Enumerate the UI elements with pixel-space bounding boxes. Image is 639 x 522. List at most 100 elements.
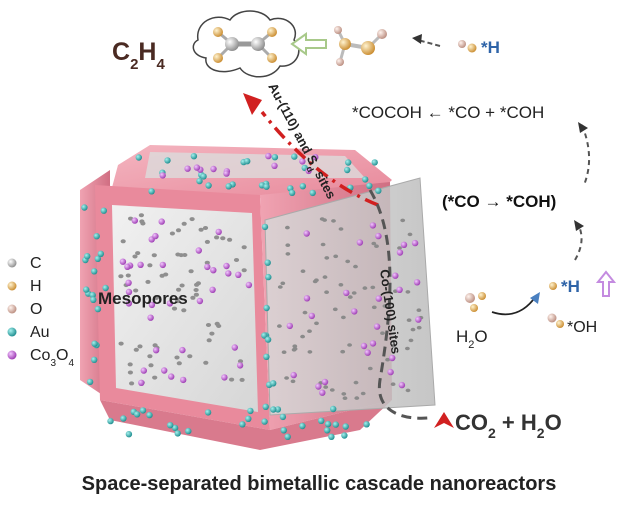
co3o4-particle [193, 164, 201, 171]
co3o4-particle [161, 367, 168, 374]
co3o4-particle [360, 342, 368, 350]
co3o4-particle [415, 316, 422, 323]
co3o4-particle [231, 344, 238, 351]
pore [370, 285, 376, 290]
co3o4-particle [179, 346, 186, 354]
pore [175, 228, 182, 233]
pore [405, 290, 411, 294]
pore [362, 286, 368, 290]
au-particle [94, 255, 102, 262]
co3o4-particle [387, 368, 394, 376]
pore [331, 219, 336, 223]
pore [353, 264, 358, 269]
c2h4-label: C2H4 [112, 38, 165, 73]
pore [171, 306, 178, 311]
au-particle [284, 433, 291, 440]
co3o4-particle [375, 232, 382, 240]
co3o4-particle [204, 263, 211, 271]
co3o4-particle [373, 323, 381, 330]
co3o4-particle [351, 308, 358, 315]
pore [385, 357, 390, 362]
pore [120, 239, 126, 244]
au-particle [309, 189, 316, 197]
legend-item: C [7, 255, 42, 272]
dash-arrow-h-head [412, 34, 422, 44]
pore [169, 231, 175, 236]
pore [202, 226, 209, 230]
co3o4-particle [315, 383, 322, 390]
pore [371, 305, 377, 310]
co3o4-particle [271, 162, 278, 169]
pore [138, 213, 144, 218]
pore [153, 296, 159, 300]
co3o4-particle [400, 241, 408, 248]
au-particle [89, 291, 96, 299]
molecule-atom [339, 38, 351, 50]
au-particle [363, 421, 370, 428]
au-particle [262, 403, 269, 410]
au-particle [244, 158, 251, 165]
au-particle [200, 173, 207, 180]
au-particle [167, 422, 174, 429]
pore [322, 275, 328, 279]
dash-arrow-up-2-head [574, 220, 584, 231]
co3o4-particle [305, 167, 312, 175]
co3o4-particle [125, 279, 132, 286]
pore [300, 269, 306, 274]
au-particle [97, 250, 105, 257]
pore [129, 381, 135, 386]
nanoreactor-cube [80, 145, 436, 450]
h-atom [458, 40, 466, 48]
co3o4-particle [158, 218, 165, 225]
pore [406, 318, 412, 323]
pore [193, 288, 199, 292]
pore [174, 297, 180, 302]
au-particle [135, 154, 142, 161]
surface-particles [81, 152, 422, 440]
molecule-atom [334, 26, 342, 34]
c2h4-hydrogen [213, 27, 223, 37]
pore [345, 259, 351, 264]
pore [332, 307, 338, 312]
co3o4-particle [225, 270, 232, 277]
au-particle [263, 183, 270, 190]
pore [410, 327, 416, 332]
au-particle [375, 187, 382, 194]
pore [241, 268, 247, 273]
pore [206, 338, 212, 343]
legend-item: O [7, 301, 42, 318]
au-particle [274, 406, 282, 413]
co3o4-particle [124, 263, 131, 270]
au-particle [133, 411, 141, 418]
water-split-arrowhead [530, 292, 540, 304]
dash-arrow-up-1 [581, 124, 590, 186]
pore [229, 377, 235, 382]
co3o4-particle [215, 228, 222, 236]
pore [152, 343, 158, 348]
co3o4-particle [168, 373, 175, 380]
au-particle [81, 204, 88, 211]
au-particle [86, 378, 94, 386]
co3o4-particle [308, 312, 315, 320]
au-particle [328, 433, 335, 440]
co3o4-particle [140, 367, 147, 374]
pore [320, 242, 326, 247]
au-particle [345, 159, 352, 166]
au-particle [225, 183, 232, 190]
au-particle [261, 223, 269, 231]
pore [152, 375, 158, 380]
pore [290, 379, 296, 384]
co3o4-particle [312, 153, 319, 161]
pore [380, 331, 385, 336]
co3o4-particle [125, 300, 133, 307]
legend-item: H [7, 278, 42, 295]
pore [139, 219, 145, 224]
co3o4-particle [125, 288, 133, 296]
water-molecule [465, 292, 486, 312]
legend-item: Co3O4 [7, 347, 74, 369]
co3o4-particle [152, 232, 159, 240]
pore [193, 292, 199, 297]
pore [324, 290, 329, 295]
co3o4-particle [413, 279, 421, 286]
pore [195, 281, 201, 286]
